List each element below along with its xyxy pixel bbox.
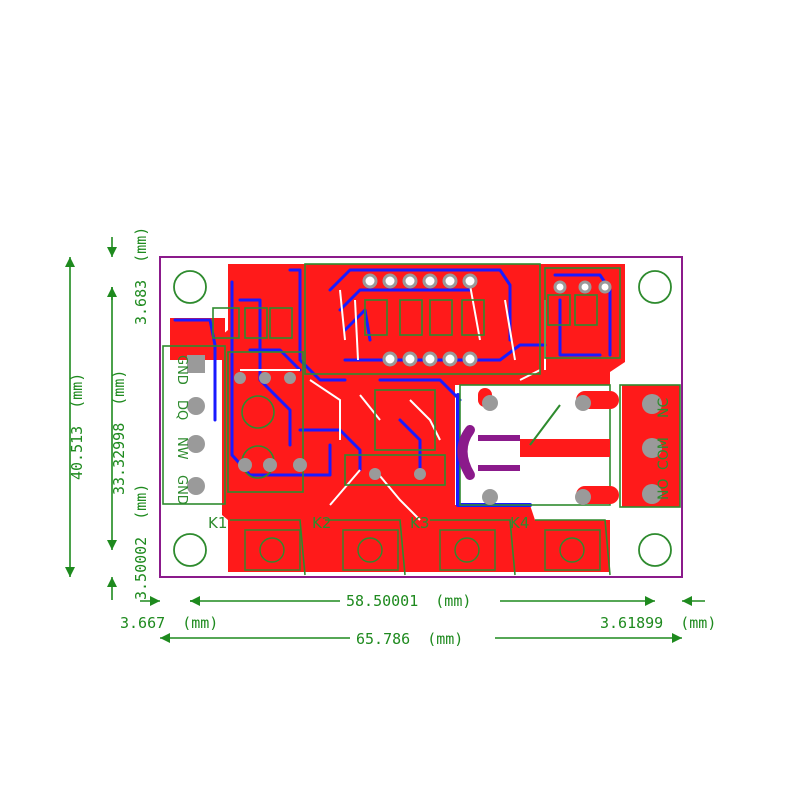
dim-left-margin-unit: (mm) bbox=[182, 614, 218, 632]
terminal-label-1: GND bbox=[174, 355, 189, 385]
display-header-outline bbox=[304, 263, 541, 375]
dim-overall-width: 65.786 (mm) bbox=[160, 630, 682, 648]
dim-top-margin-unit: (mm) bbox=[132, 227, 150, 263]
relay-label-no: NO bbox=[656, 479, 672, 501]
svg-text:58.50001 (mm): 58.50001 (mm) bbox=[346, 592, 471, 610]
relay-coil bbox=[457, 425, 520, 480]
mounting-hole-top-left bbox=[173, 270, 207, 304]
svg-text:3.683 (mm): 3.683 (mm) bbox=[132, 227, 150, 325]
button-k2 bbox=[342, 529, 399, 571]
dim-top-margin: 3.683 (mm) bbox=[107, 227, 150, 325]
svg-text:33.32998 (mm): 33.32998 (mm) bbox=[110, 370, 128, 495]
dim-left-margin-value: 3.667 bbox=[120, 614, 165, 632]
silkscreen-layer bbox=[162, 263, 681, 576]
dim-hole-span-unit: (mm) bbox=[435, 592, 471, 610]
dim-inner-height: 33.32998 (mm) bbox=[107, 287, 128, 550]
mounting-hole-top-right bbox=[638, 270, 672, 304]
dim-bottom-margin-unit: (mm) bbox=[132, 484, 150, 520]
sensor-module-outline bbox=[544, 267, 621, 359]
terminal-pad-square bbox=[187, 355, 205, 373]
dim-overall-width-value: 65.786 bbox=[356, 630, 410, 648]
smd-component-7 bbox=[461, 299, 485, 336]
button-label-k1: K1 bbox=[208, 514, 227, 532]
relay-label-com: COM bbox=[656, 437, 672, 470]
dim-right-margin-value: 3.61899 bbox=[600, 614, 663, 632]
dim-hole-span: 58.50001 (mm) bbox=[190, 592, 655, 610]
svg-text:40.513 (mm): 40.513 (mm) bbox=[68, 373, 86, 480]
button-label-k2: K2 bbox=[312, 514, 331, 532]
button-label-k3: K3 bbox=[410, 514, 429, 532]
smd-component-4 bbox=[364, 299, 388, 336]
smd-component-1 bbox=[212, 307, 240, 339]
header-pins bbox=[362, 273, 612, 367]
terminal-label-4: GND bbox=[174, 475, 189, 505]
button-k1 bbox=[244, 529, 301, 571]
dim-inner-height-value: 33.32998 bbox=[110, 423, 128, 495]
dim-right-margin: 3.61899 (mm) bbox=[600, 596, 716, 632]
dim-overall-height: 40.513 (mm) bbox=[65, 257, 86, 577]
dim-overall-height-unit: (mm) bbox=[68, 373, 86, 409]
smd-component-2 bbox=[244, 307, 268, 339]
left-terminal-outline bbox=[162, 345, 226, 505]
dim-overall-width-unit: (mm) bbox=[427, 630, 463, 648]
relay-label-nc: NC bbox=[656, 398, 672, 418]
smd-component-6 bbox=[429, 299, 453, 336]
dimension-annotations: 40.513 (mm) 3.683 (mm) 33.32998 (mm) bbox=[65, 227, 716, 648]
button-k3 bbox=[439, 529, 496, 571]
dim-right-margin-unit: (mm) bbox=[680, 614, 716, 632]
relay-terminal-outline bbox=[619, 384, 681, 508]
dim-left-margin: 3.667 (mm) bbox=[120, 596, 218, 632]
svg-text:3.667 (mm): 3.667 (mm) bbox=[120, 614, 218, 632]
button-label-k4: K4 bbox=[510, 514, 529, 532]
dim-bottom-margin: 3.50002 (mm) bbox=[107, 484, 150, 600]
silk-labels: GND DQ NW GND NO COM NC K1 K2 K3 K4 bbox=[174, 355, 672, 532]
mounting-hole-bottom-left bbox=[173, 533, 207, 567]
svg-text:65.786 (mm): 65.786 (mm) bbox=[356, 630, 463, 648]
terminal-label-2: DQ bbox=[174, 400, 189, 420]
pads bbox=[187, 355, 662, 505]
copper-clearance bbox=[240, 284, 546, 521]
smd-component-3 bbox=[269, 307, 293, 339]
mounting-holes bbox=[173, 270, 672, 567]
dim-inner-height-unit: (mm) bbox=[110, 370, 128, 406]
svg-text:3.61899 (mm): 3.61899 (mm) bbox=[600, 614, 716, 632]
dim-hole-span-value: 58.50001 bbox=[346, 592, 418, 610]
smd-component-8 bbox=[547, 294, 571, 326]
mcu-chip-outline bbox=[374, 389, 436, 451]
mounting-hole-bottom-right bbox=[638, 533, 672, 567]
smd-component-5 bbox=[399, 299, 423, 336]
bottom-copper-layer bbox=[173, 268, 612, 507]
dim-overall-height-value: 40.513 bbox=[68, 426, 86, 480]
crystal-outline bbox=[344, 454, 446, 486]
regulator-outline bbox=[227, 351, 304, 493]
button-k4 bbox=[544, 529, 601, 571]
dim-top-margin-value: 3.683 bbox=[132, 280, 150, 325]
dim-bottom-margin-value: 3.50002 bbox=[132, 537, 150, 600]
smd-component-9 bbox=[574, 294, 598, 326]
svg-text:3.50002 (mm): 3.50002 (mm) bbox=[132, 484, 150, 600]
terminal-label-3: NW bbox=[174, 437, 189, 460]
buttons bbox=[244, 529, 601, 571]
